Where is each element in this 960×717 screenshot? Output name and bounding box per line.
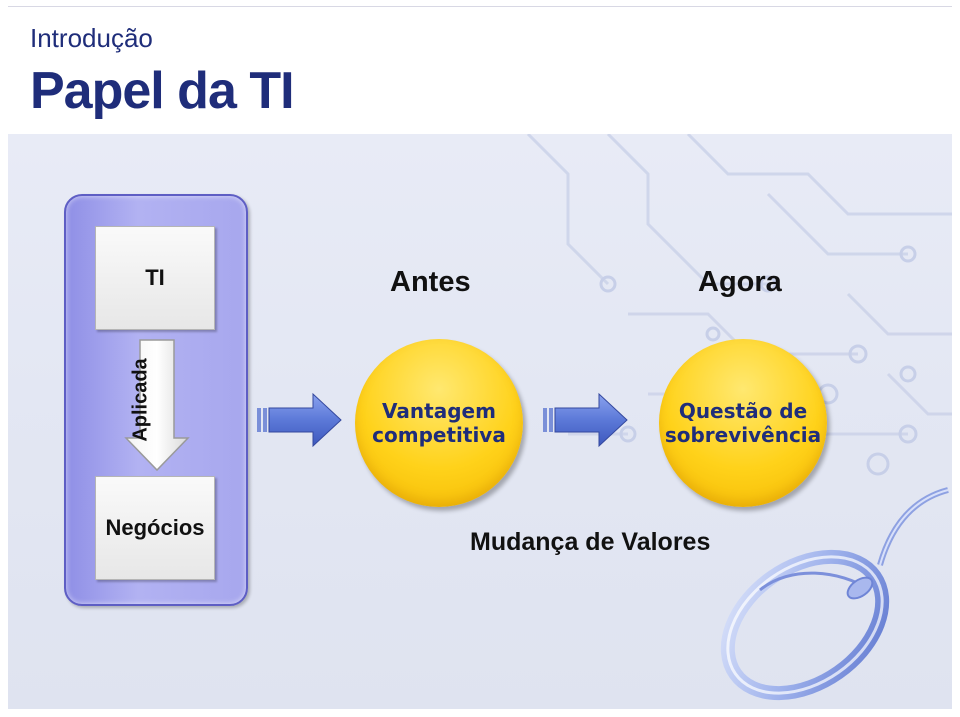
circle-1-line-2: competitiva	[372, 423, 506, 447]
aplicada-label: Aplicada	[129, 358, 152, 442]
ti-box: TI	[95, 226, 215, 330]
circle-1-line-1: Vantagem	[382, 399, 496, 423]
negocios-box-label: Negócios	[105, 515, 205, 540]
computer-mouse-icon	[720, 487, 949, 701]
circle-2-line-2: sobrevivência	[664, 423, 822, 447]
negocios-box: Negócios	[95, 476, 215, 580]
ti-box-label: TI	[145, 265, 165, 290]
column-heading-before: Antes	[390, 266, 471, 298]
circle-2-line-1: Questão de	[678, 399, 808, 423]
competitive-advantage-circle: Vantagem competitiva	[355, 339, 523, 507]
column-heading-now: Agora	[698, 266, 782, 298]
survival-question-circle: Questão de sobrevivência	[659, 339, 827, 507]
right-arrow-icon	[257, 392, 342, 448]
slide-title: Papel da TI	[30, 62, 295, 120]
title-area: Introdução Papel da TI	[8, 6, 952, 135]
right-arrow-icon	[543, 392, 628, 448]
slide-subtitle: Introdução	[30, 23, 153, 53]
value-change-label: Mudança de Valores	[470, 528, 711, 556]
down-arrow-icon	[124, 339, 190, 472]
